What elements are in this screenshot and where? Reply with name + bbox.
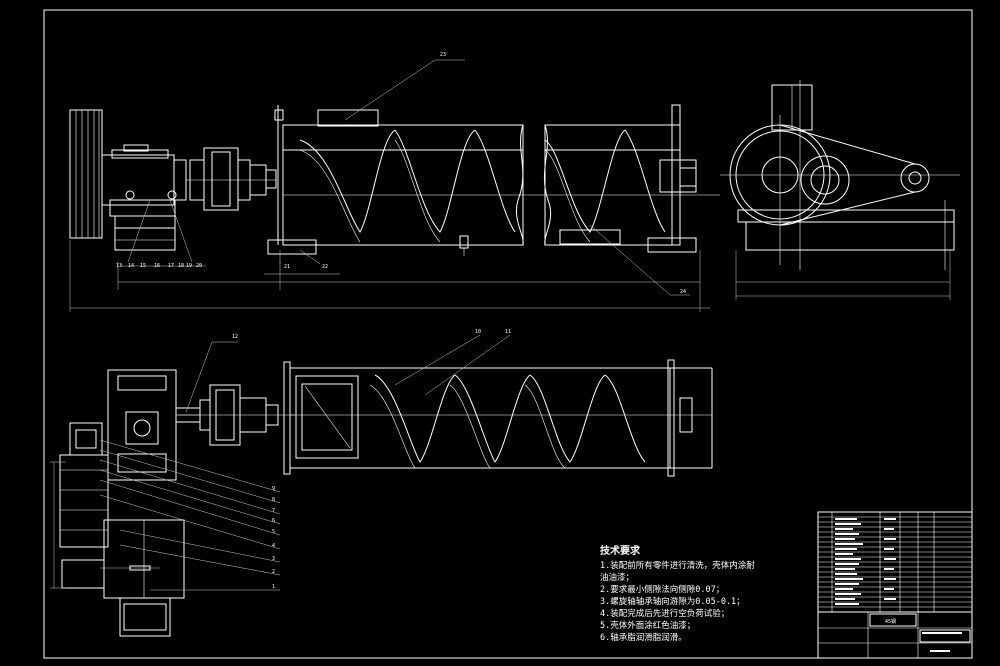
label-3: 3 xyxy=(272,556,275,562)
label-5: 5 xyxy=(272,529,275,535)
label-14: 14 xyxy=(128,263,134,269)
top-elevation-view: 23 21 22 24 13 14 15 16 17 18 19 20 xyxy=(69,52,960,312)
side-view-drive xyxy=(720,80,960,270)
label-12: 12 xyxy=(232,334,238,340)
drawing-frame xyxy=(43,9,973,659)
bottom-plan-view: 12 10 11 9 8 7 6 5 4 3 2 1 xyxy=(50,329,713,637)
bottom-label-group: 12 10 11 9 8 7 6 5 4 3 2 1 xyxy=(232,329,511,590)
label-10: 10 xyxy=(475,329,481,335)
label-16: 16 xyxy=(154,263,160,269)
coupling-top xyxy=(186,147,277,211)
label-20: 20 xyxy=(196,263,202,269)
label-4: 4 xyxy=(272,543,275,549)
tech-line-2: 油油漆； xyxy=(600,572,634,583)
reducer-plan xyxy=(107,369,201,481)
top-leaders xyxy=(127,59,690,296)
tech-line-1: 1.装配前所有零件进行清洗，壳体内涂耐 xyxy=(600,560,755,571)
label-1: 1 xyxy=(272,584,275,590)
label-18: 18 xyxy=(178,263,184,269)
label-8: 8 xyxy=(272,497,275,503)
label-11: 11 xyxy=(505,329,511,335)
label-21: 21 xyxy=(284,264,290,270)
label-15: 15 xyxy=(140,263,146,269)
title-block-material: 45钢 xyxy=(885,618,896,625)
label-22: 22 xyxy=(322,264,328,270)
label-2: 2 xyxy=(272,569,275,575)
reducer-top xyxy=(101,144,187,251)
motor-plan xyxy=(50,422,185,637)
technical-requirements: 技术要求 1.装配前所有零件进行清洗，壳体内涂耐 油油漆； 2.要求最小侧隙法向… xyxy=(600,544,755,643)
label-23: 23 xyxy=(440,52,446,58)
bottom-leaders xyxy=(99,334,511,591)
label-19: 19 xyxy=(186,263,192,269)
label-6: 6 xyxy=(272,518,275,524)
coupling-plan xyxy=(178,384,295,446)
screw-trough-top xyxy=(267,104,720,256)
tech-line-3: 2.要求最小侧隙法向侧隙0.07； xyxy=(600,584,724,595)
top-dimensions xyxy=(69,240,951,312)
parts-list-entries xyxy=(835,518,962,652)
tech-line-4: 3.螺旋轴轴承轴向游隙为0.05-0.1； xyxy=(600,596,745,607)
parts-list-rows xyxy=(818,516,972,608)
top-label-group: 23 21 22 24 13 14 15 16 17 18 19 20 xyxy=(116,52,686,295)
screw-trough-plan xyxy=(283,359,713,477)
pulley-left xyxy=(69,109,103,239)
tech-title: 技术要求 xyxy=(600,544,641,557)
label-17: 17 xyxy=(168,263,174,269)
label-24: 24 xyxy=(680,289,686,295)
tech-line-7: 6.轴承脂润滑脂润滑。 xyxy=(600,632,687,643)
tech-line-5: 4.装配完成后先进行空负荷试验； xyxy=(600,608,729,619)
label-13: 13 xyxy=(116,263,122,269)
label-9: 9 xyxy=(272,486,275,492)
tech-line-6: 5.壳体外面涂红色油漆； xyxy=(600,620,695,631)
title-block: 45钢 xyxy=(817,511,973,659)
label-7: 7 xyxy=(272,508,275,514)
